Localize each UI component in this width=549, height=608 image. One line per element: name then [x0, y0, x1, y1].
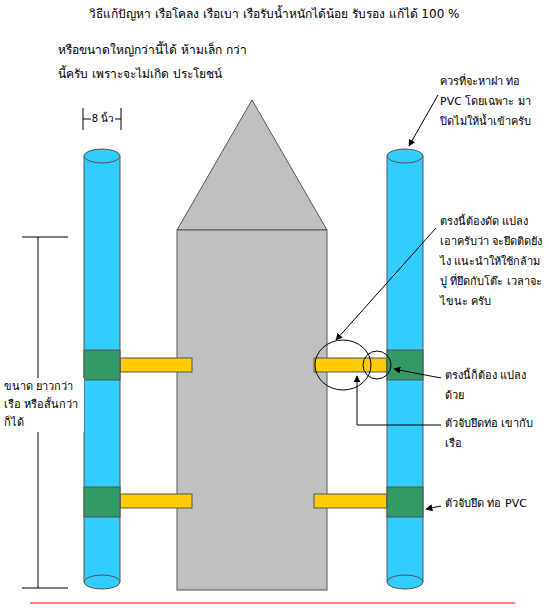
leader-line — [336, 95, 441, 509]
width-dimension — [83, 108, 121, 130]
bracket-bar — [314, 494, 387, 508]
callout-note: ควรที่จะหาฝา ท่อ PVC โดยเฉพาะ มา ปิดไม่ใ… — [440, 72, 544, 132]
boat-hull — [177, 230, 327, 590]
pvc-pipe — [84, 149, 120, 589]
dimension-label: 8 นิ้ว — [91, 110, 116, 128]
bracket-bar — [314, 358, 387, 372]
bracket-bar — [120, 494, 192, 508]
callout-note: ตรงนี้ต้องดัด แปลงเอาครับว่า จะยึดติดยัง… — [440, 212, 544, 312]
callout-note: ตรงนี้ก็ต้อง แปลง ด้วย — [445, 366, 535, 406]
pvc-pipe — [387, 149, 423, 589]
dimension-label: ขนาด ยาวกว่าเรือ หรือสั้นกว่าก็ได้ — [4, 378, 84, 432]
boat-bow — [177, 100, 327, 230]
callout-note: ตัวจับยึดท่อ เขากับเรือ — [445, 414, 535, 454]
callout-note: ตัวจับยึด ท่อ PVC — [445, 494, 535, 514]
base-line — [30, 603, 515, 604]
size-note: หรือขนาดใหญ่กว่านี้ได้ ห้ามเล็ก กว่านี้ค… — [58, 38, 248, 86]
bracket-bar — [120, 358, 192, 372]
title: วิธีแก้ปัญหา เรือโคลง เรือเบา เรือรับน้ำ… — [0, 4, 549, 24]
highlight-circle — [363, 351, 391, 379]
